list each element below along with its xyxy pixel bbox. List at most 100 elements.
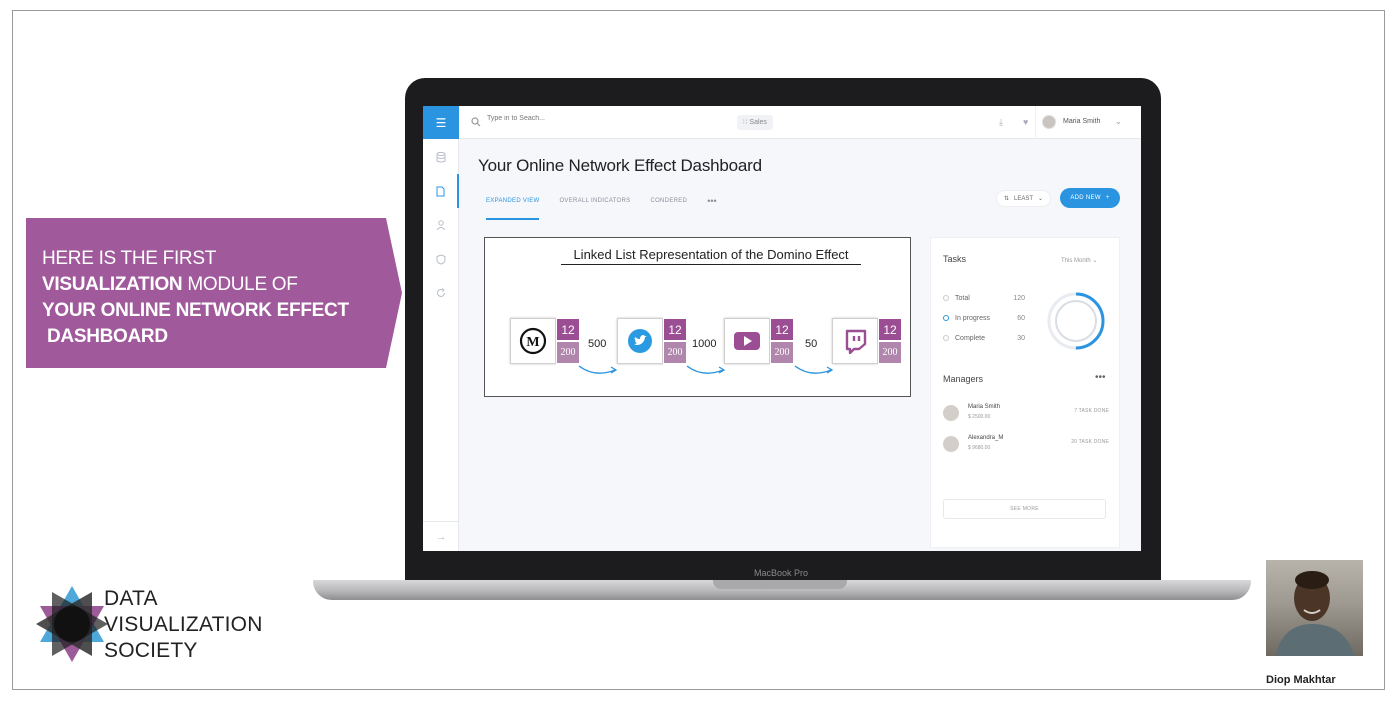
top-bar: ∷ Sales ⤓ ♥ Maria Smith ⌄ bbox=[459, 106, 1141, 139]
manager-row[interactable]: Maria Smith $ 2500.00 7 TASK DONE bbox=[943, 403, 1109, 429]
arrow-right-icon: → bbox=[435, 530, 447, 543]
callout-arrow-shape bbox=[26, 218, 402, 368]
task-row-complete: Complete 30 bbox=[943, 335, 1025, 342]
manager-amount: $ 2500.00 bbox=[968, 414, 991, 420]
chevron-down-icon[interactable]: ⌄ bbox=[1115, 117, 1122, 126]
node-bottom-value: 200 bbox=[878, 341, 902, 364]
manager-row[interactable]: Alexandra_M $ 9680.00 20 TASK DONE bbox=[943, 434, 1109, 460]
database-icon bbox=[436, 151, 446, 162]
task-value: 30 bbox=[1017, 335, 1025, 342]
menu-toggle-button[interactable]: ☰ bbox=[423, 106, 459, 139]
callout-line-4: DASHBOARD bbox=[42, 324, 349, 350]
youtube-icon bbox=[734, 332, 760, 350]
task-label: Total bbox=[955, 295, 970, 302]
chevron-down-icon: ⌄ bbox=[1092, 258, 1098, 264]
dvs-line-2: VISUALIZATION bbox=[104, 613, 263, 636]
callout-line-3: YOUR ONLINE NETWORK EFFECT bbox=[42, 298, 349, 324]
link-value: 50 bbox=[805, 338, 818, 350]
heart-icon bbox=[943, 295, 949, 302]
dvs-logo-text: DATA VISUALIZATION SOCIETY bbox=[104, 586, 263, 664]
sidebar-item-refresh[interactable] bbox=[423, 276, 459, 310]
laptop-base bbox=[313, 580, 1251, 600]
sidebar-item-database[interactable] bbox=[423, 140, 459, 174]
period-dropdown[interactable]: This Month ⌄ bbox=[1061, 257, 1097, 264]
callout-line-2: VISUALIZATION MODULE OF bbox=[42, 272, 349, 298]
manager-name: Alexandra_M bbox=[968, 435, 1004, 441]
see-more-button[interactable]: SEE MORE bbox=[943, 499, 1106, 519]
shield-icon bbox=[436, 253, 446, 265]
node-top-value: 12 bbox=[770, 318, 794, 341]
list-node-medium: M 12 200 bbox=[510, 318, 580, 364]
node-top-value: 12 bbox=[663, 318, 687, 341]
tab-expanded-view[interactable]: EXPANDED VIEW bbox=[486, 198, 540, 220]
presenter-name: Diop Makhtar bbox=[1266, 674, 1336, 686]
list-node-twitter: 12 200 bbox=[617, 318, 687, 364]
add-new-button[interactable]: ADD NEW + bbox=[1060, 188, 1120, 208]
node-bottom-value: 200 bbox=[556, 341, 580, 364]
avatar bbox=[943, 436, 959, 452]
laptop-notch bbox=[713, 580, 847, 589]
callout-line-3-bold: YOUR ONLINE NETWORK EFFECT bbox=[42, 300, 349, 321]
bell-icon[interactable]: ♥ bbox=[1023, 117, 1029, 127]
search-input[interactable] bbox=[487, 115, 647, 122]
laptop-model-label: MacBook Pro bbox=[753, 568, 809, 578]
sidebar: ☰ → bbox=[423, 106, 459, 551]
sales-button[interactable]: ∷ Sales bbox=[737, 115, 773, 130]
callout-line-2-rest: MODULE OF bbox=[182, 274, 298, 295]
tasks-progress-donut bbox=[1047, 292, 1105, 350]
manager-task-count: 20 TASK DONE bbox=[1071, 439, 1109, 445]
node-icon-box: M bbox=[510, 318, 556, 364]
callout-line-1: HERE IS THE FIRST bbox=[42, 248, 217, 269]
task-label: Complete bbox=[955, 335, 985, 342]
tab-condered[interactable]: CONDERED bbox=[650, 198, 688, 204]
managers-title: Managers bbox=[943, 374, 984, 384]
donut-progress-arc bbox=[1047, 292, 1105, 350]
view-tabs: EXPANDED VIEW OVERALL INDICATORS CONDERE… bbox=[486, 196, 717, 220]
gear-icon bbox=[943, 335, 949, 342]
data-visualization-society-logo-icon bbox=[36, 586, 108, 662]
tasks-title: Tasks bbox=[943, 254, 967, 264]
filter-icon: ⇅ bbox=[1003, 196, 1009, 202]
plus-icon: + bbox=[1105, 195, 1110, 201]
avatar[interactable] bbox=[1042, 115, 1056, 129]
node-icon-box bbox=[617, 318, 663, 364]
node-icon-box bbox=[832, 318, 878, 364]
add-new-label: ADD NEW bbox=[1070, 195, 1101, 201]
node-bottom-value: 200 bbox=[663, 341, 687, 364]
download-icon[interactable]: ⤓ bbox=[999, 117, 1003, 127]
hamburger-icon: ☰ bbox=[435, 115, 447, 130]
list-node-youtube: 12 200 bbox=[724, 318, 794, 364]
tab-overall-indicators[interactable]: OVERALL INDICATORS bbox=[559, 198, 631, 204]
manager-amount: $ 9680.00 bbox=[968, 445, 991, 451]
sidebar-item-documents[interactable] bbox=[423, 174, 459, 208]
managers-more-button[interactable]: ••• bbox=[1095, 372, 1106, 383]
manager-task-count: 7 TASK DONE bbox=[1074, 408, 1109, 414]
slide-frame bbox=[12, 10, 1385, 690]
least-sort-dropdown[interactable]: ⇅ LEAST ⌄ bbox=[996, 190, 1051, 207]
circle-icon bbox=[943, 315, 949, 322]
dvs-line-3: SOCIETY bbox=[104, 639, 198, 662]
sidebar-logout-button[interactable]: → bbox=[423, 521, 459, 551]
avatar bbox=[943, 405, 959, 421]
dvs-line-1: DATA bbox=[104, 587, 158, 610]
tabs-more-button[interactable]: ••• bbox=[707, 196, 717, 206]
node-icon-box bbox=[724, 318, 770, 364]
topbar-divider bbox=[1035, 106, 1036, 139]
curved-arrow-icon bbox=[794, 365, 834, 374]
twitter-icon bbox=[628, 329, 652, 353]
chevron-down-icon: ⌄ bbox=[1038, 196, 1044, 202]
dashboard-screen: ☰ → ∷ Sales ⤓ ♥ Maria Smith ⌄ Your bbox=[423, 106, 1141, 551]
callout-text: HERE IS THE FIRST VISUALIZATION MODULE O… bbox=[42, 246, 349, 350]
task-label: In progress bbox=[955, 315, 991, 322]
tasks-managers-panel: Tasks This Month ⌄ Total 120 In progress… bbox=[930, 237, 1120, 548]
callout-line-2-bold: VISUALIZATION bbox=[42, 274, 183, 295]
callout-banner: HERE IS THE FIRST VISUALIZATION MODULE O… bbox=[26, 218, 402, 368]
curved-arrow-icon bbox=[578, 365, 618, 374]
twitch-icon bbox=[845, 329, 867, 354]
task-value: 60 bbox=[1017, 315, 1025, 322]
sidebar-item-security[interactable] bbox=[423, 242, 459, 276]
sidebar-item-users[interactable] bbox=[423, 208, 459, 242]
linked-list-visualization: Linked List Representation of the Domino… bbox=[484, 237, 911, 397]
user-name[interactable]: Maria Smith bbox=[1063, 118, 1101, 125]
callout-line-4-bold: DASHBOARD bbox=[42, 326, 168, 347]
